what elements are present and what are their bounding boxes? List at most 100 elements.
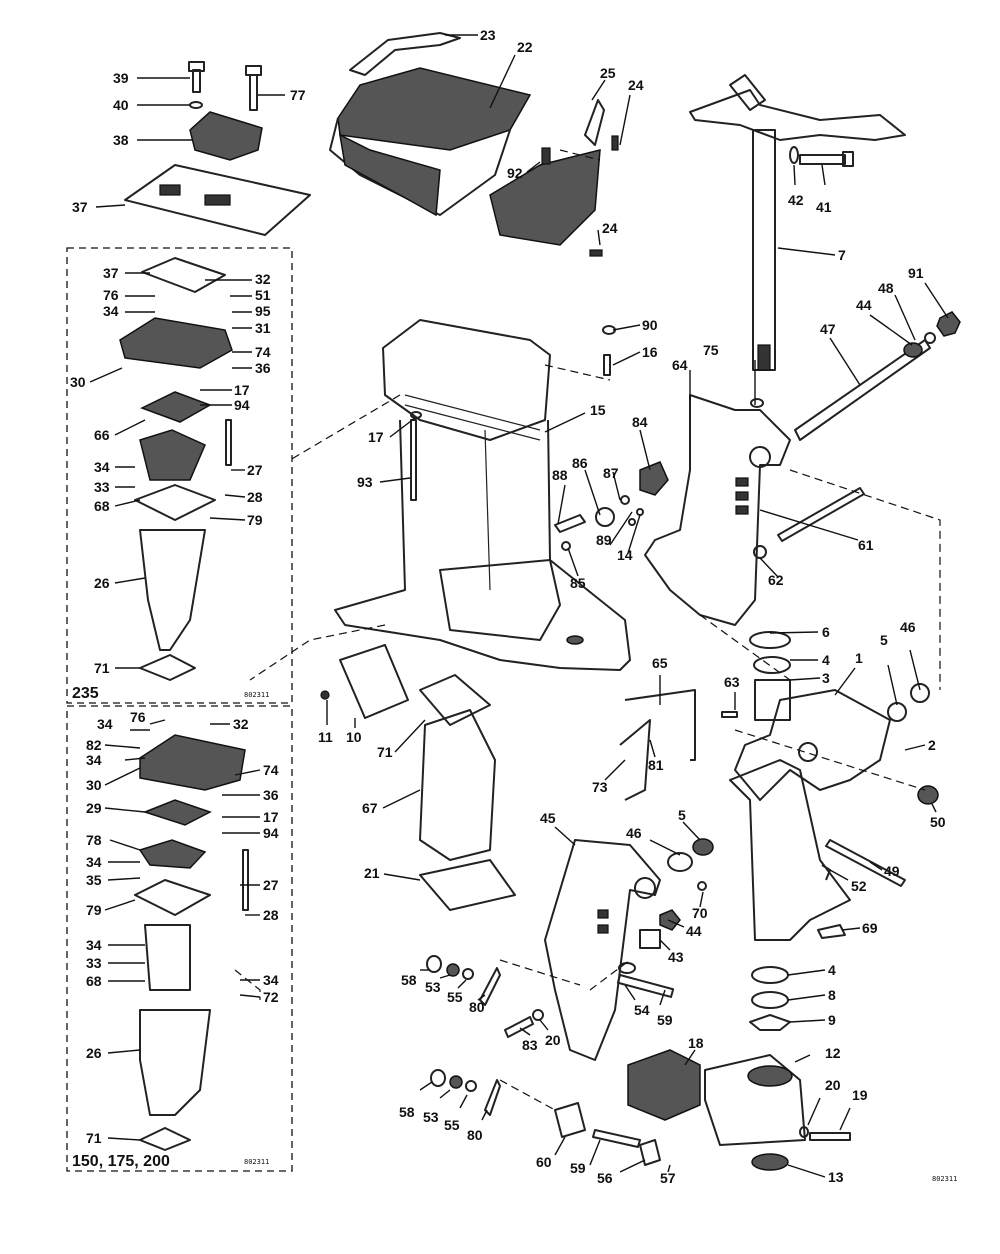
group-box-235: [66, 247, 293, 704]
callout-12: 12: [825, 1045, 841, 1061]
callout-1: 1: [855, 650, 863, 666]
callout-34: 34: [97, 716, 113, 732]
pivot-hardware-part: [817, 785, 939, 939]
callout-80: 80: [467, 1127, 483, 1143]
callout-95: 95: [255, 303, 271, 319]
callout-84: 84: [632, 414, 648, 430]
drawing-code-bottom-box: 802311: [244, 1158, 269, 1166]
callout-37: 37: [72, 199, 88, 215]
callout-34: 34: [94, 459, 110, 475]
callout-90: 90: [642, 317, 658, 333]
callout-38: 38: [113, 132, 129, 148]
bracket-cover-part: [489, 99, 619, 257]
drawing-code-top-box: 802311: [244, 691, 269, 699]
callout-42: 42: [788, 192, 804, 208]
callout-62: 62: [768, 572, 784, 588]
callout-63: 63: [724, 674, 740, 690]
lower-swivel-part: [704, 966, 851, 1171]
callout-87: 87: [603, 465, 619, 481]
callout-58: 58: [399, 1104, 415, 1120]
callout-79: 79: [247, 512, 263, 528]
callout-75: 75: [703, 342, 719, 358]
callout-10: 10: [346, 729, 362, 745]
callout-14: 14: [617, 547, 633, 563]
callout-45: 45: [540, 810, 556, 826]
callout-71: 71: [377, 744, 393, 760]
callout-49: 49: [884, 863, 900, 879]
callout-53: 53: [423, 1109, 439, 1125]
callout-27: 27: [263, 877, 279, 893]
callout-82: 82: [86, 737, 102, 753]
callout-33: 33: [86, 955, 102, 971]
exhaust-stack-150-part: [134, 734, 249, 1151]
callout-74: 74: [263, 762, 279, 778]
callout-37: 37: [103, 265, 119, 281]
callout-79: 79: [86, 902, 102, 918]
callout-32: 32: [255, 271, 271, 287]
callout-29: 29: [86, 800, 102, 816]
callout-43: 43: [668, 949, 684, 965]
callout-15: 15: [590, 402, 606, 418]
callout-35: 35: [86, 872, 102, 888]
callout-58: 58: [401, 972, 417, 988]
callout-81: 81: [648, 757, 664, 773]
callout-24: 24: [628, 77, 644, 93]
callout-44: 44: [686, 923, 702, 939]
callout-57: 57: [660, 1170, 676, 1186]
callout-18: 18: [688, 1035, 704, 1051]
mounting-hardware-part: [426, 955, 544, 1116]
callout-5: 5: [678, 807, 686, 823]
callout-13: 13: [828, 1169, 844, 1185]
callout-3: 3: [822, 670, 830, 686]
exhaust-plate-part: [320, 644, 516, 911]
callout-31: 31: [255, 320, 271, 336]
callout-24: 24: [602, 220, 618, 236]
callout-85: 85: [570, 575, 586, 591]
callout-34: 34: [86, 937, 102, 953]
callout-50: 50: [930, 814, 946, 830]
callout-60: 60: [536, 1154, 552, 1170]
group-label-235: 235: [72, 685, 99, 702]
callout-39: 39: [113, 70, 129, 86]
callout-74: 74: [255, 344, 271, 360]
clamp-block-part: [554, 1049, 701, 1166]
callout-67: 67: [362, 800, 378, 816]
callout-68: 68: [94, 498, 110, 514]
callout-21: 21: [364, 865, 380, 881]
tilt-tube-part: [794, 311, 961, 441]
callout-94: 94: [234, 397, 250, 413]
assembly-lines: [234, 149, 941, 1111]
callout-41: 41: [816, 199, 832, 215]
group-label-150-175-200: 150, 175, 200: [72, 1153, 170, 1170]
exhaust-housing-part: [334, 319, 631, 671]
group-box-150-175-200: [66, 705, 293, 1172]
callout-30: 30: [86, 777, 102, 793]
callout-17: 17: [368, 429, 384, 445]
callout-52: 52: [851, 878, 867, 894]
callout-19: 19: [852, 1087, 868, 1103]
callout-86: 86: [572, 455, 588, 471]
callout-26: 26: [94, 575, 110, 591]
callout-77: 77: [290, 87, 306, 103]
callout-36: 36: [255, 360, 271, 376]
drawing-code-main: 802311: [932, 1175, 957, 1183]
callout-51: 51: [255, 287, 271, 303]
callout-56: 56: [597, 1170, 613, 1186]
lower-cover-part: [329, 32, 532, 217]
callout-88: 88: [552, 467, 568, 483]
callout-4: 4: [822, 652, 830, 668]
callout-34: 34: [263, 972, 279, 988]
callout-76: 76: [103, 287, 119, 303]
callout-22: 22: [517, 39, 533, 55]
callout-25: 25: [600, 65, 616, 81]
clamp-bracket-part: [619, 631, 930, 941]
callout-44: 44: [856, 297, 872, 313]
callout-34: 34: [86, 854, 102, 870]
stern-bracket-part: [544, 838, 714, 1061]
callout-20: 20: [545, 1032, 561, 1048]
callout-69: 69: [862, 920, 878, 936]
callout-65: 65: [652, 655, 668, 671]
callout-27: 27: [247, 462, 263, 478]
callout-59: 59: [657, 1012, 673, 1028]
